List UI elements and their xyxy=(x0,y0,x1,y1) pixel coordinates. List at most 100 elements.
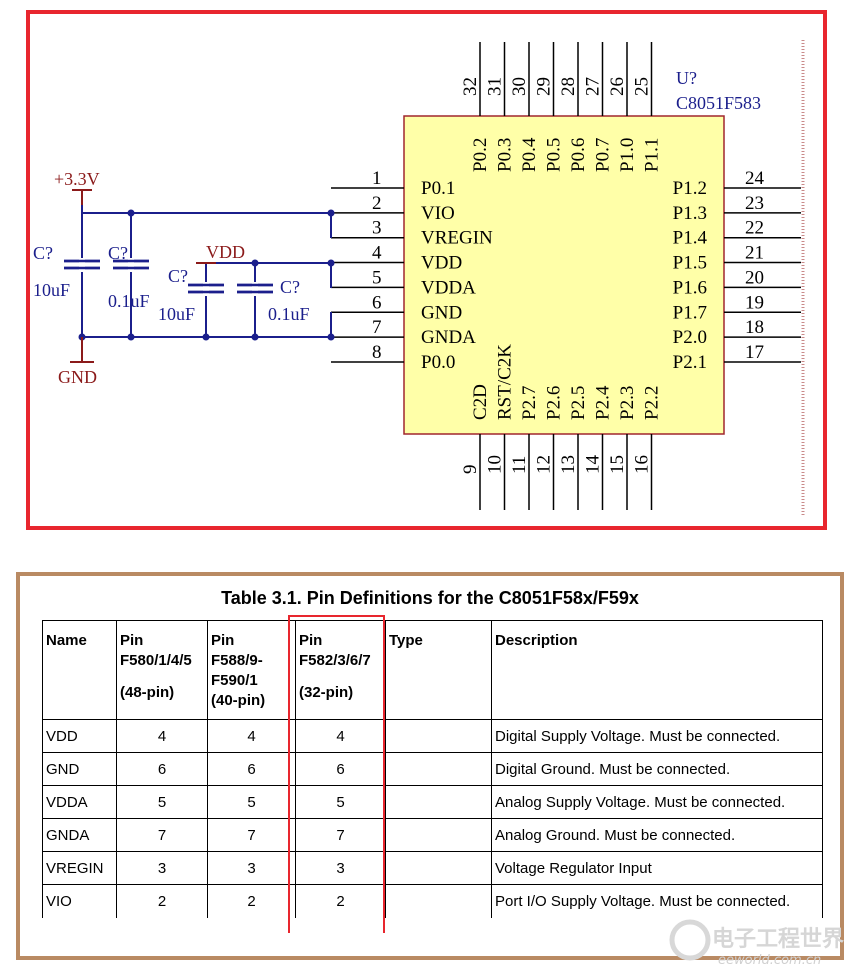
cell-p32: 2 xyxy=(295,884,386,918)
pin-name: P1.6 xyxy=(673,277,707,298)
cap3-value: 10uF xyxy=(158,304,195,324)
capacitor-plates-top xyxy=(64,259,273,294)
pin-number: 25 xyxy=(632,77,653,96)
pin-name: GND xyxy=(421,302,462,323)
pin-name: P2.1 xyxy=(673,352,707,373)
cell-p32: 4 xyxy=(295,719,386,753)
pin-number: 30 xyxy=(509,77,530,96)
pin-number: 24 xyxy=(745,168,765,189)
table-title: Table 3.1. Pin Definitions for the C8051… xyxy=(221,588,639,608)
pin-name: P2.2 xyxy=(642,386,663,420)
cell-p48: 3 xyxy=(116,851,208,885)
pin-name: P1.2 xyxy=(673,178,707,199)
pin-name: P2.0 xyxy=(673,327,707,348)
power-symbols xyxy=(70,189,216,363)
header-pin-40: Pin F588/9- F590/1 (40-pin) xyxy=(207,620,296,720)
pin-name: P0.1 xyxy=(421,178,455,199)
pin-number: 29 xyxy=(534,77,555,96)
pin-name: P2.5 xyxy=(568,386,589,420)
cap2-gap xyxy=(128,258,134,272)
pin-number: 21 xyxy=(745,243,764,264)
pin-number: 9 xyxy=(460,465,481,475)
cell-type xyxy=(385,785,492,819)
cell-type xyxy=(385,818,492,852)
pin-number: 15 xyxy=(607,455,628,474)
pin-number: 8 xyxy=(372,342,382,363)
pin-number: 6 xyxy=(372,292,382,313)
pin-number: 1 xyxy=(372,168,382,189)
pin-number: 23 xyxy=(745,193,764,214)
cell-p40: 7 xyxy=(207,818,296,852)
cap1-gap xyxy=(79,258,85,272)
pin-name: VDDA xyxy=(421,277,476,298)
pin-number: 28 xyxy=(558,77,579,96)
pin-number: 2 xyxy=(372,193,382,214)
header-description: Description xyxy=(491,620,823,720)
pin-name: P1.5 xyxy=(673,253,707,274)
cap2-ref: C? xyxy=(108,243,128,263)
cell-desc: Port I/O Supply Voltage. Must be connect… xyxy=(491,884,823,918)
pin-number: 14 xyxy=(583,455,604,475)
pin-number: 10 xyxy=(485,455,506,474)
pin-name: GNDA xyxy=(421,327,476,348)
cell-p48: 4 xyxy=(116,719,208,753)
pin-number: 26 xyxy=(607,77,628,96)
cap3-gap xyxy=(203,282,209,296)
pin-name: P1.0 xyxy=(617,138,638,172)
cell-desc: Digital Supply Voltage. Must be connecte… xyxy=(491,719,823,753)
pin-name: P0.6 xyxy=(568,138,589,172)
chip-part-number: C8051F583 xyxy=(676,93,761,113)
cell-desc: Analog Supply Voltage. Must be connected… xyxy=(491,785,823,819)
cell-name: VIO xyxy=(42,884,117,918)
header-name: Name xyxy=(42,620,117,720)
pin-name: VREGIN xyxy=(421,228,493,249)
header-type: Type xyxy=(385,620,492,720)
pin-name: P2.6 xyxy=(544,386,565,420)
cell-type xyxy=(385,752,492,786)
pin-number: 16 xyxy=(632,455,653,474)
cap1-ref: C? xyxy=(33,243,53,263)
cell-p40: 6 xyxy=(207,752,296,786)
pin-number: 18 xyxy=(745,317,764,338)
cell-p40: 3 xyxy=(207,851,296,885)
pin-number: 4 xyxy=(372,243,382,264)
pin-name: P0.5 xyxy=(544,138,565,172)
cell-p40: 2 xyxy=(207,884,296,918)
pin-name: P1.3 xyxy=(673,203,707,224)
cell-p40: 4 xyxy=(207,719,296,753)
table-frame xyxy=(16,572,844,960)
pin-name: P2.3 xyxy=(617,386,638,420)
junction-dots xyxy=(78,209,335,341)
cap1-value: 10uF xyxy=(33,280,70,300)
pin-name: P0.2 xyxy=(470,138,491,172)
header-pin-48: Pin F580/1/4/5 (48-pin) xyxy=(116,620,208,720)
pin-number: 17 xyxy=(745,342,764,363)
pin-number: 7 xyxy=(372,317,382,338)
cap2-value: 0.1uF xyxy=(108,291,150,311)
cell-type xyxy=(385,884,492,918)
cell-p48: 7 xyxy=(116,818,208,852)
pin-number: 3 xyxy=(372,218,382,239)
pin-name: VDD xyxy=(421,253,462,274)
pin-name: P2.4 xyxy=(593,385,614,420)
pin-number: 31 xyxy=(485,77,506,96)
pin-number: 13 xyxy=(558,455,579,474)
pin-number: 20 xyxy=(745,267,764,288)
cell-p32: 7 xyxy=(295,818,386,852)
header-pin-32: Pin F582/3/6/7 (32-pin) xyxy=(295,620,386,720)
cap3-ref: C? xyxy=(168,266,188,286)
chip-body xyxy=(403,115,725,435)
watermark-cn: 电子工程世界 xyxy=(712,927,844,952)
cell-p32: 5 xyxy=(295,785,386,819)
cell-type xyxy=(385,719,492,753)
pin-name: P0.0 xyxy=(421,352,455,373)
pin-name: P1.4 xyxy=(673,228,708,249)
pin-name: C2D xyxy=(470,384,491,420)
